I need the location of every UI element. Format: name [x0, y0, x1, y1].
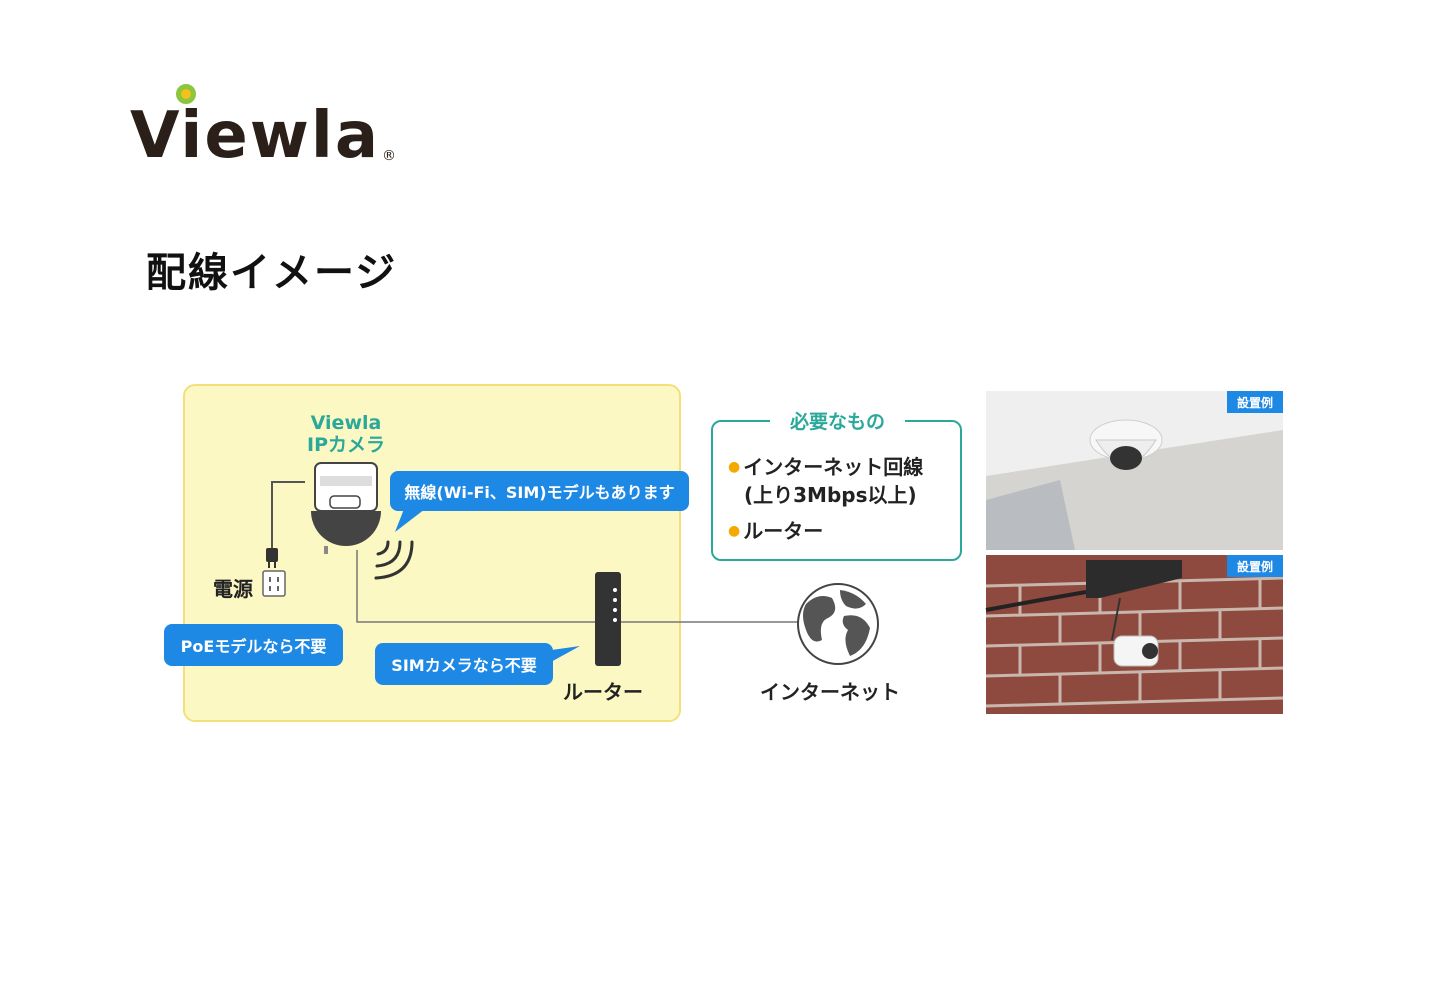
requirement-item-note: (上り3Mbps以上): [744, 483, 917, 507]
example-tag: 設置例: [1227, 391, 1283, 413]
wireless-note-bubble: 無線(Wi-Fi、SIM)モデルもあります: [390, 471, 689, 511]
wireless-waves-icon: [374, 540, 414, 580]
power-cable: [271, 481, 305, 552]
requirement-item: ●インターネット回線: [728, 451, 923, 480]
router-icon: [595, 572, 621, 666]
requirement-text: ルーター: [743, 519, 824, 543]
camera-title: Viewla IPカメラ: [300, 412, 392, 456]
brand-logo: Viewla ®: [130, 78, 396, 168]
installation-example-ceiling: 設置例: [986, 391, 1283, 550]
example-tag: 設置例: [1227, 555, 1283, 577]
power-label: 電源: [213, 577, 253, 601]
installation-example-wall: 設置例: [986, 555, 1283, 714]
power-plug-icon: [266, 548, 278, 562]
requirement-item: ●ルーター: [728, 515, 823, 544]
wireless-bubble-tail: [395, 509, 425, 532]
bullet-icon: ●: [728, 459, 741, 475]
wall-bullet-camera-photo: [985, 555, 1284, 714]
bullet-icon: ●: [728, 523, 741, 539]
registered-mark: ®: [382, 148, 396, 164]
camera-title-line2: IPカメラ: [307, 434, 385, 456]
power-outlet-icon: [262, 570, 286, 597]
internet-label: インターネット: [760, 680, 900, 704]
globe-icon: [797, 583, 879, 665]
ip-camera-icon: [311, 462, 381, 554]
requirements-box: [711, 420, 962, 561]
logo-text: Viewla: [130, 99, 380, 173]
router-label: ルーター: [563, 680, 643, 704]
logo-flower-dot: [176, 84, 196, 104]
requirements-title: 必要なもの: [770, 407, 905, 434]
poe-note-bubble: PoEモデルなら不要: [164, 624, 343, 666]
camera-title-line1: Viewla: [310, 412, 382, 434]
lan-cable: [356, 550, 595, 623]
sim-note-bubble: SIMカメラなら不要: [375, 643, 553, 685]
page-title: 配線イメージ: [146, 250, 398, 296]
requirement-text: インターネット回線: [743, 455, 924, 479]
